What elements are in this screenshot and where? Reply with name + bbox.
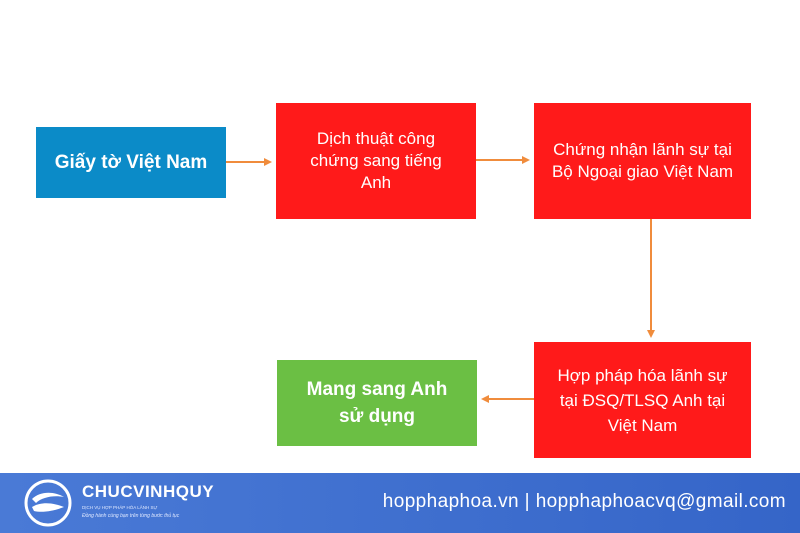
node-translation-label: Dịch thuật công chứng sang tiếng Anh: [310, 129, 442, 192]
node-use-in-uk-label: Mang sang Anh sử dụng: [306, 379, 448, 427]
brand-name: CHUCVINHQUY: [82, 482, 215, 501]
node-vietnam-documents-label: Giấy tờ Việt Nam: [54, 151, 208, 173]
contact-info[interactable]: hopphaphoa.vn | hopphaphoacvq@gmail.com: [382, 491, 786, 512]
node-consular-legalization-label: Hợp pháp hóa lãnh sự tại ĐSQ/TLSQ Anh tạ…: [557, 365, 728, 435]
node-consular-legalization: Hợp pháp hóa lãnh sự tại ĐSQ/TLSQ Anh tạ…: [534, 342, 751, 458]
node-consular-certification: Chứng nhận lãnh sự tại Bộ Ngoại giao Việ…: [534, 103, 751, 219]
chucvinhquy-logo-icon: [24, 479, 72, 527]
node-consular-certification-label: Chứng nhận lãnh sự tại Bộ Ngoại giao Việ…: [551, 140, 734, 181]
brand-tagline: DỊCH VỤ HỢP PHÁP HÓA LÃNH SỰ: [82, 505, 158, 510]
node-vietnam-documents: Giấy tờ Việt Nam: [36, 127, 226, 198]
node-translation: Dịch thuật công chứng sang tiếng Anh: [276, 103, 476, 219]
footer-banner: CHUCVINHQUY DỊCH VỤ HỢP PHÁP HÓA LÃNH SỰ…: [0, 473, 800, 533]
brand-slogan: Đồng hành cùng bạn trên từng bước thủ tụ…: [82, 513, 180, 519]
node-use-in-uk: Mang sang Anh sử dụng: [277, 360, 477, 446]
